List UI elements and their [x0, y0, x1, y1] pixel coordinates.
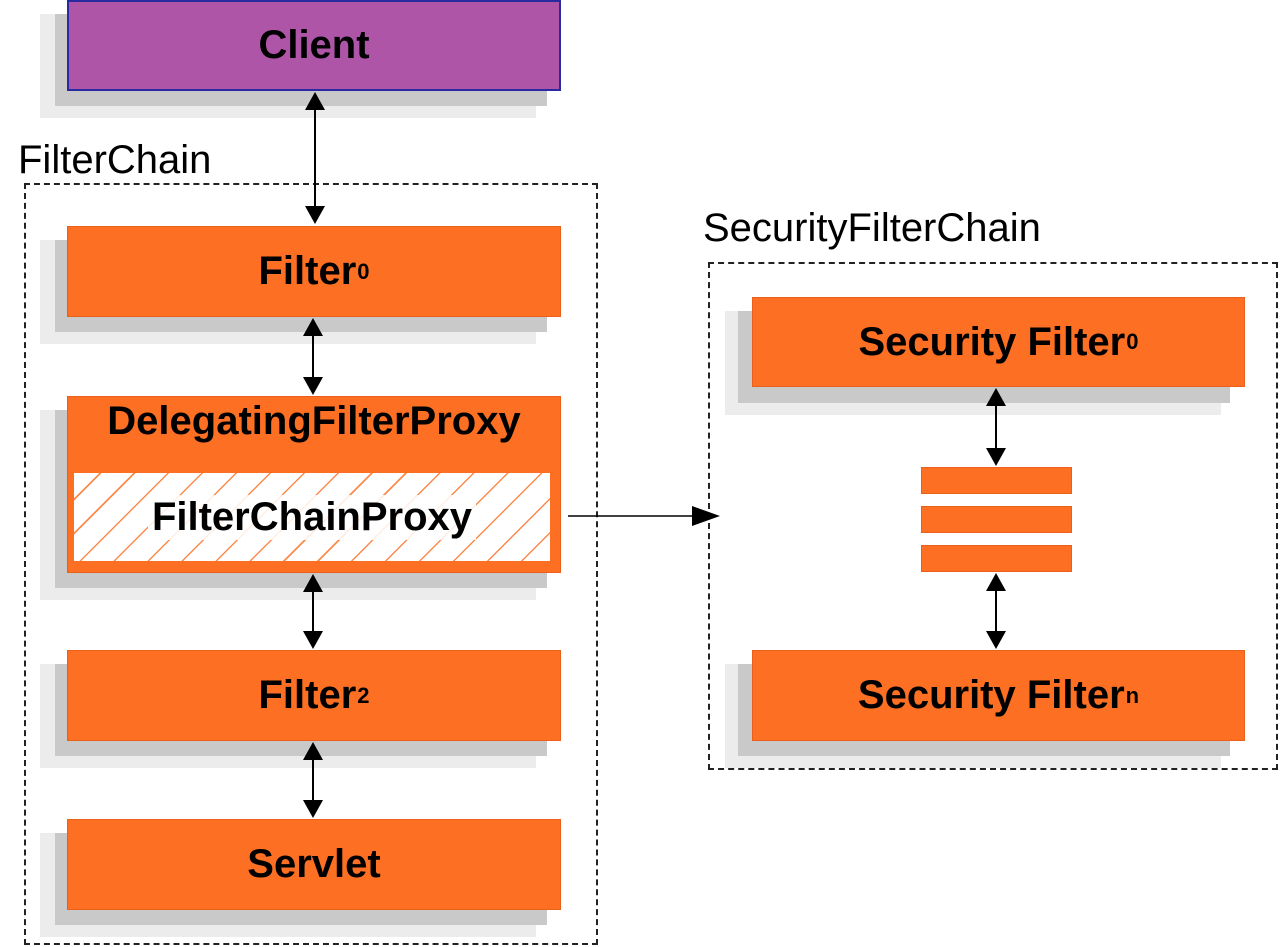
- arrow-stack-security-filtern: [986, 573, 1006, 649]
- filter0-label: Filter: [258, 249, 357, 293]
- arrow-client-filter0: [305, 92, 325, 224]
- filter0-subscript: 0: [357, 258, 370, 284]
- filter2-label: Filter: [258, 673, 357, 717]
- arrow-filter0-delegating: [303, 318, 323, 395]
- security-filter0-subscript: 0: [1126, 329, 1139, 354]
- filter-chain-proxy-box: FilterChainProxy: [72, 471, 552, 563]
- arrow-delegating-filter2: [303, 574, 323, 649]
- filter-chain-label: FilterChain: [18, 138, 212, 182]
- filter-chain-container: [24, 183, 598, 945]
- security-filtern-label: Security Filter: [857, 673, 1125, 717]
- filter2-subscript: 2: [357, 682, 370, 708]
- client-box: Client: [67, 0, 561, 91]
- filter-chain-proxy-label: FilterChainProxy: [147, 494, 477, 540]
- security-filter0-label: Security Filter: [858, 319, 1126, 364]
- servlet-box: Servlet: [67, 819, 561, 910]
- arrow-filter2-servlet: [303, 742, 323, 818]
- security-filter-chain-label: SecurityFilterChain: [703, 206, 1041, 250]
- delegating-filter-proxy-label: DelegatingFilterProxy: [107, 399, 521, 443]
- security-filter-stack-bar-3: [921, 545, 1072, 572]
- security-filter-stack-bar-2: [921, 506, 1072, 533]
- client-label: Client: [258, 23, 370, 67]
- security-filtern-subscript: n: [1125, 682, 1140, 708]
- security-filter-stack-bar-1: [921, 467, 1072, 494]
- servlet-label: Servlet: [247, 842, 381, 886]
- arrow-proxy-to-security-chain: [568, 506, 720, 526]
- arrow-security-filter0-stack: [986, 388, 1006, 466]
